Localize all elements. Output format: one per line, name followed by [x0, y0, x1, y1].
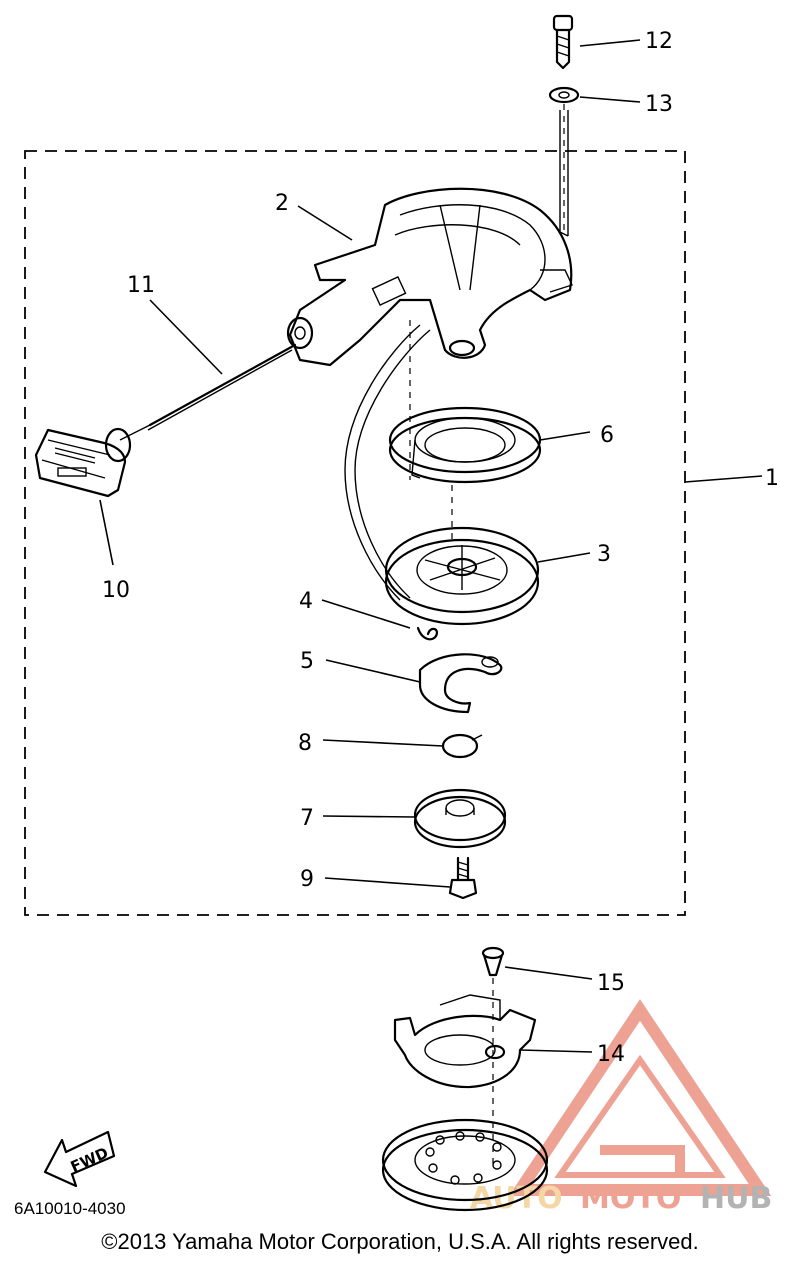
callout-12: 12 [645, 29, 673, 54]
callout-1: 1 [765, 466, 779, 491]
callout-13: 13 [645, 92, 673, 117]
callout-4: 4 [299, 589, 313, 614]
part-11-starter-rope [119, 324, 431, 601]
part-8-return-spring [441, 733, 483, 759]
part-2-starter-case [286, 187, 573, 367]
callout-8: 8 [298, 731, 312, 756]
callout-6: 6 [600, 423, 614, 448]
automotohub-watermark-logo: AUTO MOTO HUB [470, 999, 772, 1216]
part-5-drive-pawl [418, 653, 503, 714]
copyright-notice: ©2013 Yamaha Motor Corporation, U.S.A. A… [101, 1229, 699, 1254]
callout-15: 15 [597, 971, 625, 996]
callout-3: 3 [597, 542, 611, 567]
callout-2: 2 [275, 191, 289, 216]
callout-9: 9 [300, 867, 314, 892]
callout-5: 5 [300, 649, 314, 674]
watermark-text-hub: HUB [700, 1181, 772, 1216]
callout-10: 10 [102, 578, 130, 603]
part-13-washer [548, 86, 580, 104]
part-15-screw [481, 946, 505, 977]
part-4-drive-spring [416, 626, 438, 641]
assembly-boundary [24, 150, 686, 916]
flywheel-magneto [381, 1118, 549, 1212]
callout-7: 7 [300, 806, 314, 831]
callout-11: 11 [127, 273, 155, 298]
drawing-id: 6A10010-4030 [14, 1199, 126, 1218]
watermark-text-moto: MOTO [580, 1181, 681, 1216]
part-6-spiral-spring [388, 406, 542, 484]
part-7-drive-plate [413, 788, 507, 849]
part-12-bolt [552, 14, 574, 70]
part-10-starter-handle [34, 427, 132, 498]
part-14-cam [393, 994, 537, 1089]
part-9-bolt [448, 856, 478, 900]
fwd-direction-arrow: FWD [43, 1130, 116, 1188]
part-3-pulley [384, 526, 540, 626]
callout-14: 14 [597, 1042, 625, 1067]
